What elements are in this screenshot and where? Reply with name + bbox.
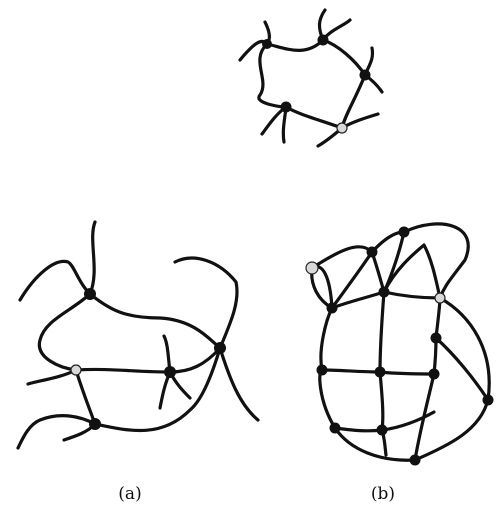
crosslink-node-light	[337, 123, 347, 133]
crosslink-node	[164, 366, 176, 378]
chain-a-7	[95, 348, 220, 431]
chain-a-1	[20, 261, 90, 300]
chain-a-8	[76, 348, 220, 372]
crosslink-node	[431, 333, 442, 344]
chain-a-2	[90, 222, 95, 294]
chain-a-10	[76, 370, 95, 424]
crosslink-node	[89, 418, 101, 430]
chain-a-3	[90, 294, 220, 348]
crosslink-node	[360, 70, 371, 81]
chain-a-4	[39, 294, 90, 370]
chain-b-2	[372, 252, 384, 292]
crosslink-node-light	[306, 262, 318, 274]
crosslink-node	[330, 423, 341, 434]
crosslink-node	[214, 342, 226, 354]
crosslink-node	[317, 365, 328, 376]
chain-b-5	[332, 292, 384, 308]
chain-b-6	[384, 292, 440, 298]
chain-b-3	[384, 232, 404, 292]
crosslink-node	[399, 227, 410, 238]
crosslink-node	[379, 287, 390, 298]
chain-a-9	[28, 370, 76, 384]
crosslink-node	[483, 395, 494, 406]
crosslink-node	[429, 369, 440, 380]
crosslink-node	[262, 39, 272, 49]
crosslink-node	[281, 102, 292, 113]
crosslink-node	[377, 425, 388, 436]
chain-b-11	[380, 372, 383, 430]
crosslink-node-light	[71, 365, 81, 375]
crosslink-node	[375, 367, 386, 378]
crosslink-node	[327, 303, 338, 314]
crosslink-node	[318, 35, 329, 46]
caption-a: (a)	[110, 484, 150, 504]
top-ring-chain	[259, 40, 365, 128]
network-a	[18, 222, 258, 448]
network-b	[306, 224, 494, 466]
caption-b: (b)	[363, 484, 403, 504]
crosslink-node	[410, 455, 421, 466]
crosslink-node	[84, 288, 96, 300]
chain-a-6	[220, 348, 258, 420]
crosslink-node	[367, 247, 378, 258]
crosslink-node-light	[435, 293, 445, 303]
chain-b-10	[436, 338, 488, 400]
chain-b-1	[332, 252, 372, 308]
chain-b-8	[380, 292, 384, 372]
top-cyclic-network	[240, 10, 382, 146]
